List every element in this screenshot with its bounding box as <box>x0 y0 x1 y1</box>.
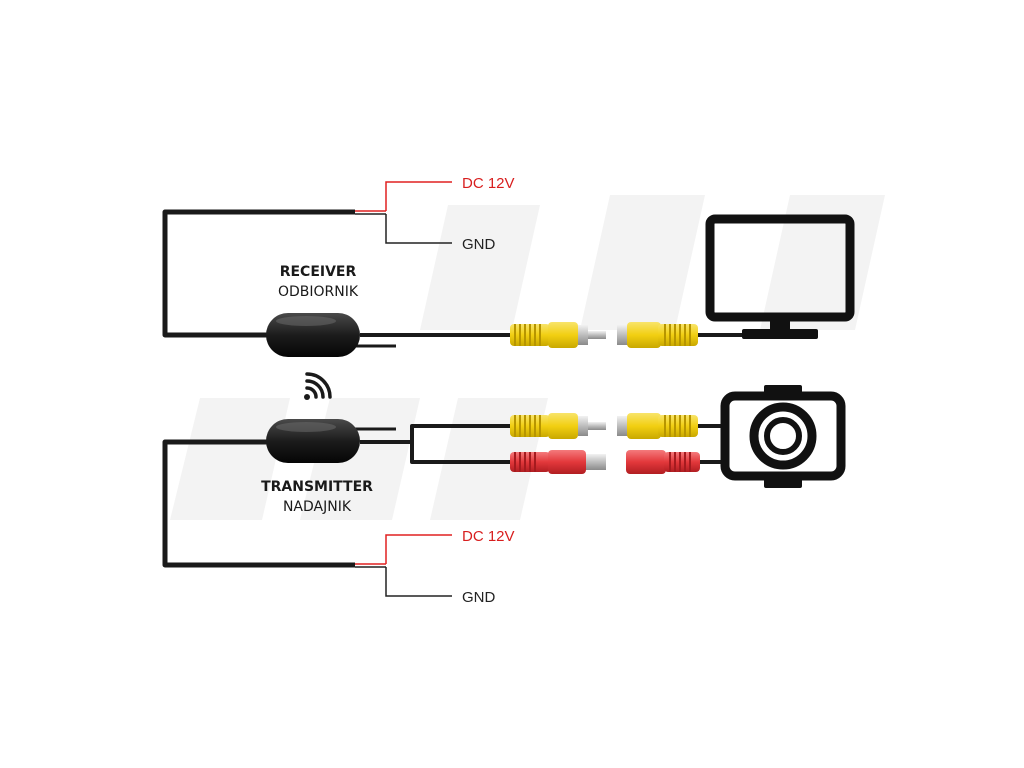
receiver-dc12v-label: DC 12V <box>462 175 515 192</box>
receiver-power-leads <box>355 181 452 244</box>
wireless-signal-icon <box>304 372 332 400</box>
transmitter-rca-male-connector <box>510 413 606 439</box>
receiver-title: RECEIVER <box>280 264 357 280</box>
camera-dc-female-connector <box>626 450 722 474</box>
receiver-subtitle: ODBIORNIK <box>278 284 359 300</box>
monitor-icon <box>705 214 855 339</box>
transmitter-dc-male-connector <box>510 450 606 474</box>
transmitter-title: TRANSMITTER <box>261 479 373 495</box>
receiver-rca-male-connector <box>510 322 606 348</box>
transmitter-power-leads <box>355 534 452 597</box>
camera-icon <box>720 385 846 488</box>
transmitter-power-cable <box>162 439 355 568</box>
transmitter-split-cable <box>360 424 512 464</box>
transmitter-gnd-label: GND <box>462 589 496 606</box>
receiver-module <box>266 313 396 357</box>
receiver-power-cable <box>162 209 355 338</box>
camera-rca-female-connector <box>617 413 722 439</box>
transmitter-module <box>266 419 396 463</box>
transmitter-subtitle: NADAJNIK <box>283 499 352 515</box>
transmitter-dc12v-label: DC 12V <box>462 528 515 545</box>
receiver-gnd-label: GND <box>462 236 496 253</box>
